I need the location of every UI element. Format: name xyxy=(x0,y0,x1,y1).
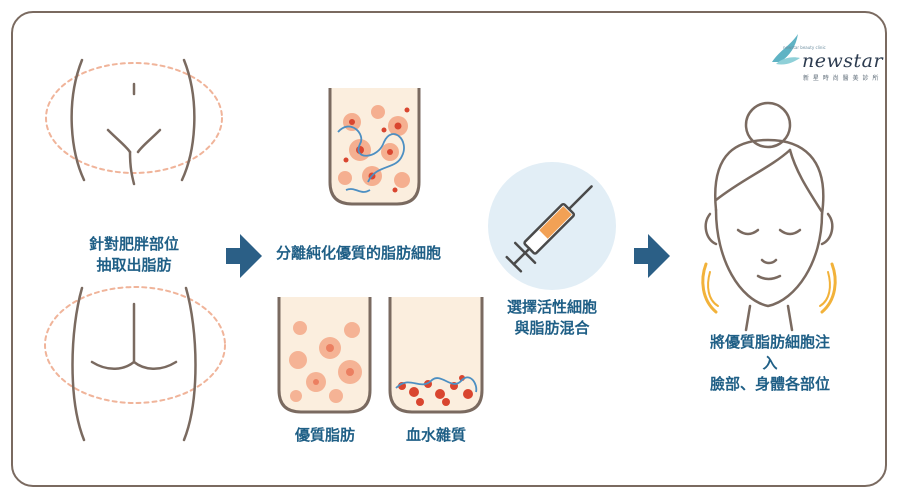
blood-water-label: 血水雜質 xyxy=(405,426,467,444)
diagram-frame xyxy=(11,11,887,487)
beaker-icon xyxy=(388,297,484,414)
syringe-icon xyxy=(488,162,616,290)
separate-label: 分離純化優質的脂肪細胞 xyxy=(276,244,442,262)
abdomen-illustration xyxy=(45,58,223,186)
inject-label: 將優質脂肪細胞注入 臉部、身體各部位 xyxy=(709,333,830,393)
mix-label: 選擇活性細胞 與脂肪混合 xyxy=(506,298,598,337)
logo-name: newstar xyxy=(802,50,884,72)
buttocks-illustration xyxy=(44,286,226,442)
beaker-icon xyxy=(277,297,372,414)
logo-chinese: 新 星 時 尚 醫 美 診 所 xyxy=(803,75,880,82)
extract-label: 針對肥胖部位 抽取出脂肪 xyxy=(88,235,180,274)
right-arrow-icon xyxy=(226,234,262,278)
beaker-icon xyxy=(328,88,421,206)
face-illustration xyxy=(701,101,837,332)
quality-fat-label: 優質脂肪 xyxy=(294,426,356,444)
logo-tagline: newstar beauty clinic xyxy=(783,45,826,50)
right-arrow-icon xyxy=(634,234,670,278)
